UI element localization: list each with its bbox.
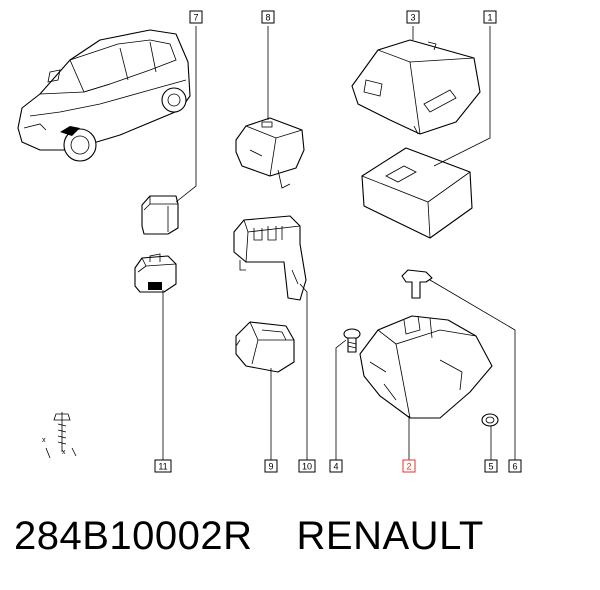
svg-text:x: x [42, 437, 46, 444]
svg-text:6: 6 [512, 462, 517, 472]
callout-6: 6 [508, 459, 522, 473]
torque-symbol: x x [42, 412, 77, 459]
callout-10: 10 [298, 459, 316, 473]
svg-text:3: 3 [410, 13, 415, 23]
callout-7: 7 [189, 10, 203, 24]
svg-text:9: 9 [268, 462, 273, 472]
svg-text:11: 11 [158, 462, 167, 472]
part-number: 284B10002R [14, 514, 253, 558]
callout-1: 1 [483, 10, 497, 24]
svg-text:7: 7 [193, 13, 198, 23]
part-3-lid [351, 39, 481, 135]
svg-text:4: 4 [333, 462, 338, 472]
callout-3: 3 [406, 10, 420, 24]
svg-text:1: 1 [487, 13, 492, 23]
callout-2-highlighted: 2 [402, 459, 416, 473]
part-10-bracket [233, 215, 307, 301]
svg-text:10: 10 [302, 462, 312, 472]
callout-5: 5 [484, 459, 498, 473]
part-5-grommet [481, 413, 499, 427]
caption: 284B10002R RENAULT [14, 514, 594, 574]
callout-8: 8 [261, 10, 275, 24]
callout-11: 11 [154, 459, 172, 473]
part-9-box [235, 321, 295, 373]
leader-lines [162, 26, 516, 460]
svg-text:5: 5 [488, 462, 493, 472]
part-4-screw [343, 328, 361, 353]
svg-text:2: 2 [406, 462, 411, 472]
part-7-relay [141, 195, 179, 235]
callout-4: 4 [329, 459, 343, 473]
part-2-housing [359, 315, 493, 419]
part-8-module [235, 117, 305, 189]
car-illustration [17, 29, 191, 162]
parts-diagram: x x 7 8 3 1 11 9 [17, 10, 522, 473]
svg-text:x: x [62, 449, 66, 456]
part-1-module [361, 147, 473, 239]
part-6-clip [401, 269, 433, 299]
callout-9: 9 [264, 459, 278, 473]
brand-name: RENAULT [296, 514, 484, 558]
svg-text:8: 8 [265, 13, 270, 23]
part-11-relay [134, 253, 177, 293]
